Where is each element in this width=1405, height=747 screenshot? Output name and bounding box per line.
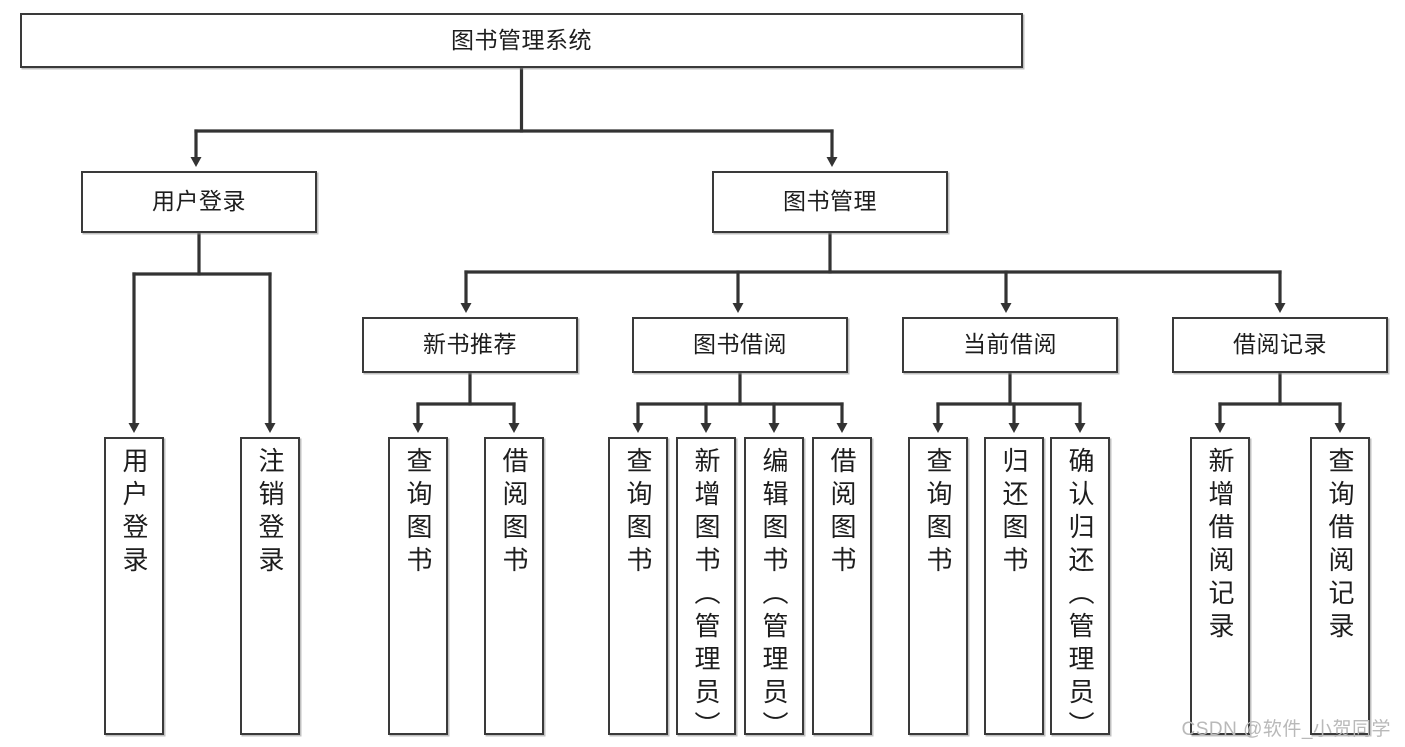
node-leaf-borrow-book-2[interactable]: 借阅图书: [812, 437, 872, 735]
node-user-login-label: 用户登录: [152, 188, 246, 215]
node-new-book-recommend-label: 新书推荐: [423, 331, 517, 358]
node-leaf-confirm-return-label: 确认归还（管理员）: [1065, 447, 1095, 744]
node-leaf-edit-book-label: 编辑图书（管理员）: [759, 447, 789, 744]
node-leaf-user-login-label: 用户登录: [119, 447, 149, 579]
node-leaf-query-book-3-label: 查询图书: [923, 447, 953, 579]
node-leaf-query-record[interactable]: 查询借阅记录: [1310, 437, 1370, 735]
node-leaf-add-record-label: 新增借阅记录: [1205, 447, 1235, 645]
node-current-borrow[interactable]: 当前借阅: [902, 317, 1118, 373]
csdn-watermark: CSDN @软件_小贺同学: [1181, 719, 1391, 740]
node-user-login[interactable]: 用户登录: [81, 171, 317, 233]
node-leaf-user-login[interactable]: 用户登录: [104, 437, 164, 735]
node-leaf-query-book-2-label: 查询图书: [623, 447, 653, 579]
node-leaf-return-book-label: 归还图书: [999, 447, 1029, 579]
node-book-borrow-label: 图书借阅: [693, 331, 787, 358]
node-leaf-add-book[interactable]: 新增图书（管理员）: [676, 437, 736, 744]
node-leaf-edit-book[interactable]: 编辑图书（管理员）: [744, 437, 804, 744]
node-leaf-borrow-book-1-label: 借阅图书: [499, 447, 529, 579]
node-leaf-query-record-label: 查询借阅记录: [1325, 447, 1355, 645]
node-borrow-record[interactable]: 借阅记录: [1172, 317, 1388, 373]
node-book-manage-label: 图书管理: [783, 188, 877, 215]
node-leaf-return-book[interactable]: 归还图书: [984, 437, 1044, 735]
node-leaf-confirm-return[interactable]: 确认归还（管理员）: [1050, 437, 1110, 744]
node-leaf-user-logout-label: 注销登录: [255, 447, 285, 579]
node-leaf-borrow-book-1[interactable]: 借阅图书: [484, 437, 544, 735]
node-leaf-query-book-1[interactable]: 查询图书: [388, 437, 448, 735]
node-root-label: 图书管理系统: [451, 26, 592, 53]
node-book-borrow[interactable]: 图书借阅: [632, 317, 848, 373]
node-leaf-add-book-label: 新增图书（管理员）: [691, 447, 721, 744]
node-leaf-query-book-3[interactable]: 查询图书: [908, 437, 968, 735]
node-leaf-borrow-book-2-label: 借阅图书: [827, 447, 857, 579]
node-root[interactable]: 图书管理系统: [20, 13, 1023, 68]
node-leaf-add-record[interactable]: 新增借阅记录: [1190, 437, 1250, 735]
node-leaf-query-book-1-label: 查询图书: [403, 447, 433, 579]
node-borrow-record-label: 借阅记录: [1233, 331, 1327, 358]
node-book-manage[interactable]: 图书管理: [712, 171, 948, 233]
node-current-borrow-label: 当前借阅: [963, 331, 1057, 358]
node-leaf-query-book-2[interactable]: 查询图书: [608, 437, 668, 735]
node-leaf-user-logout[interactable]: 注销登录: [240, 437, 300, 735]
node-new-book-recommend[interactable]: 新书推荐: [362, 317, 578, 373]
